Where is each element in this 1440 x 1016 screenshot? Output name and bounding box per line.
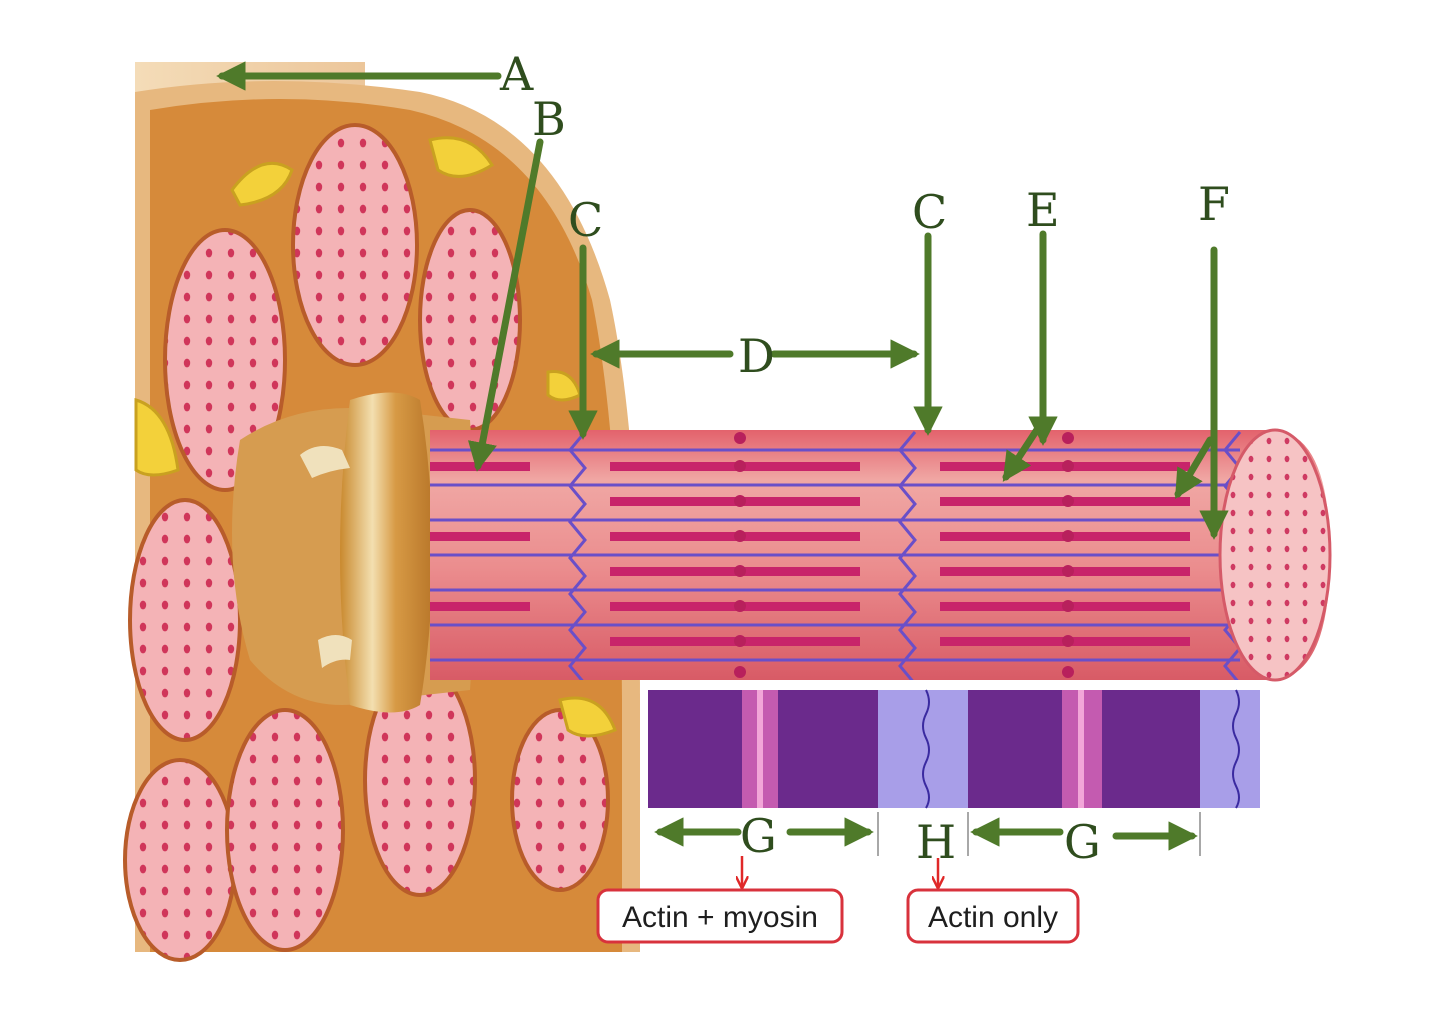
label-e: E <box>1026 183 1060 237</box>
i-band-right <box>1200 690 1260 808</box>
callout-box-actin-myosin <box>596 888 844 944</box>
label-a: A <box>499 47 534 101</box>
thin-filaments <box>430 448 1240 662</box>
myofibril-section <box>123 758 237 962</box>
label-b: B <box>532 92 566 146</box>
z-line-middle <box>922 689 930 809</box>
label-d: D <box>738 329 775 383</box>
t-tubule <box>300 446 350 478</box>
myofibril-cylinder <box>430 428 1332 682</box>
myofibril-section <box>163 228 287 492</box>
myofibril-section <box>291 123 419 367</box>
z-line-right <box>1232 689 1240 809</box>
pointer-arrows <box>216 61 1229 851</box>
m-line-left <box>757 690 763 808</box>
callouts: Actin + myosin Actin only <box>596 856 1080 944</box>
label-f: F <box>1198 177 1230 231</box>
m-line-right <box>1078 690 1084 808</box>
sarcomere-band-strip <box>648 689 1260 856</box>
label-c-right: C <box>912 185 947 239</box>
myofibril-section <box>128 498 242 742</box>
i-band-middle <box>878 690 968 808</box>
myofibril-section <box>225 708 345 952</box>
t-tubule-collar <box>340 392 433 713</box>
label-g-right: G <box>1064 815 1101 869</box>
filament-pattern <box>430 431 1242 680</box>
m-line <box>734 432 1074 678</box>
callout-box-actin-only <box>906 888 1080 944</box>
mitochondria <box>134 136 617 738</box>
arrow-b <box>467 138 544 472</box>
label-c-left: C <box>568 193 603 247</box>
label-g-left: G <box>740 809 777 863</box>
arrow-f-diagonal <box>1174 436 1214 500</box>
myofibril-section <box>510 708 610 892</box>
letter-labels: A B C C D E F G H G <box>499 47 1230 869</box>
callout-actin-myosin: Actin + myosin <box>622 901 818 934</box>
callout-actin-only: Actin only <box>928 901 1058 934</box>
label-h: H <box>916 815 956 869</box>
arrow-e-diagonal <box>1002 421 1044 482</box>
myofibril-end-face <box>1218 428 1332 682</box>
t-tubule <box>318 635 352 668</box>
